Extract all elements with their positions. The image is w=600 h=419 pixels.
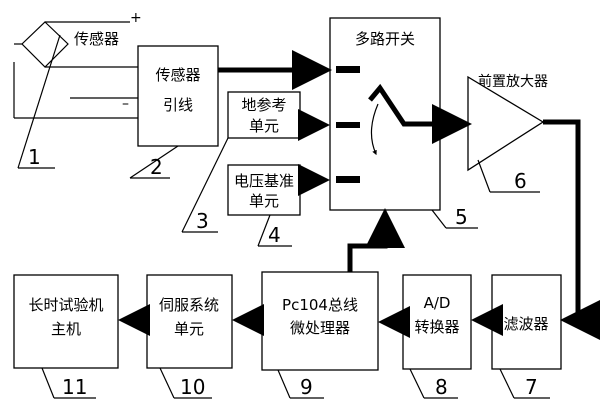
- ref-number-9: 9: [300, 375, 313, 399]
- ground-ref-line2: 单元: [249, 117, 279, 135]
- arrow-preamp-to-filter: [543, 119, 600, 340]
- adc-line1: A/D: [424, 294, 451, 312]
- voltage-ref-line1: 电压基准: [234, 172, 294, 190]
- ref-number-1: 1: [28, 145, 41, 169]
- machine-box: 长时试验机 主机: [13, 274, 119, 399]
- plus-sign: +: [130, 10, 142, 26]
- adc-line2: 转换器: [414, 318, 459, 336]
- ref-number-7: 7: [525, 375, 538, 399]
- sensor-bridge: 传感器 + –: [13, 10, 142, 169]
- machine-line2: 主机: [51, 320, 81, 338]
- voltage-ref-box: 电压基准 单元: [227, 164, 301, 247]
- filter-label: 滤波器: [503, 315, 548, 333]
- sensor-lead-line2: 引线: [163, 96, 193, 114]
- ref-number-6: 6: [514, 169, 527, 193]
- ref-number-11: 11: [62, 375, 87, 399]
- reference-numbers: 1 2 3 4 5 6 7 8 9 10 11: [28, 145, 538, 399]
- sensor-lead-line1: 传感器: [155, 66, 200, 84]
- adc-box: A/D 转换器: [402, 274, 472, 399]
- sensor-lead-box: 传感器 引线: [129, 45, 219, 179]
- servo-line2: 单元: [174, 320, 204, 338]
- minus-sign: –: [122, 96, 129, 112]
- voltage-ref-line2: 单元: [249, 192, 279, 210]
- ref-number-8: 8: [435, 375, 448, 399]
- filter-box: 滤波器: [491, 274, 562, 399]
- mcu-line2: 微处理器: [290, 319, 350, 337]
- mux-label: 多路开关: [355, 30, 415, 48]
- mcu-line1: Pc104总线: [282, 296, 358, 314]
- ground-ref-line1: 地参考: [241, 96, 286, 114]
- machine-line1: 长时试验机: [28, 296, 103, 314]
- ref-number-4: 4: [268, 223, 281, 247]
- ref-number-2: 2: [150, 155, 163, 179]
- preamp-label: 前置放大器: [478, 73, 548, 90]
- sensor-label: 传感器: [74, 30, 119, 48]
- preamp: 前置放大器: [467, 73, 548, 193]
- servo-box: 伺服系统 单元: [146, 274, 233, 399]
- arrow-mcu-to-mux: [347, 208, 405, 272]
- mcu-box: Pc104总线 微处理器: [261, 271, 379, 399]
- ref-number-5: 5: [455, 205, 468, 229]
- servo-line1: 伺服系统: [159, 296, 219, 314]
- ref-number-10: 10: [180, 375, 205, 399]
- signal-arrows: [118, 50, 600, 340]
- ref-number-3: 3: [196, 209, 209, 233]
- ground-ref-box: 地参考 单元: [181, 91, 301, 233]
